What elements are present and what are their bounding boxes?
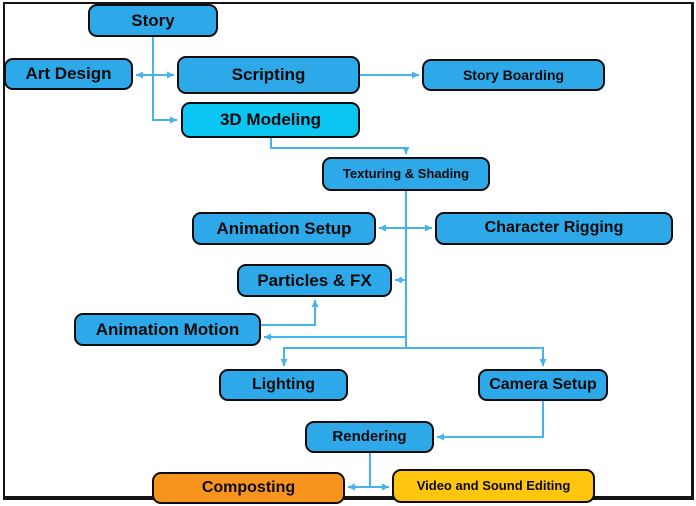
node-camera-setup: Camera Setup xyxy=(478,369,608,401)
node-animation-motion: Animation Motion xyxy=(74,313,261,346)
edge-story-to-3d-modeling xyxy=(152,37,177,124)
node-art-design: Art Design xyxy=(4,58,133,90)
node-story-boarding: Story Boarding xyxy=(422,59,605,91)
node-particles-fx: Particles & FX xyxy=(237,264,392,297)
edge-camera-to-rendering xyxy=(437,401,544,441)
node-3d-modeling: 3D Modeling xyxy=(181,102,360,138)
node-scripting: Scripting xyxy=(177,56,360,94)
node-rendering: Rendering xyxy=(305,421,434,453)
edge-motion-to-particles-fx xyxy=(261,300,319,326)
node-character-rigging: Character Rigging xyxy=(435,212,673,245)
node-composting: Composting xyxy=(152,472,345,504)
node-video-sound-editing: Video and Sound Editing xyxy=(392,469,595,503)
diagram-border xyxy=(3,2,694,500)
node-texturing-shading: Texturing & Shading xyxy=(322,157,490,191)
edge-to-camera-setup xyxy=(406,347,547,366)
edge-to-lighting xyxy=(280,347,406,366)
node-animation-setup: Animation Setup xyxy=(192,212,376,245)
node-story: Story xyxy=(88,4,218,37)
node-lighting: Lighting xyxy=(219,369,348,401)
edge-3d-modeling-to-texturing xyxy=(270,138,410,154)
